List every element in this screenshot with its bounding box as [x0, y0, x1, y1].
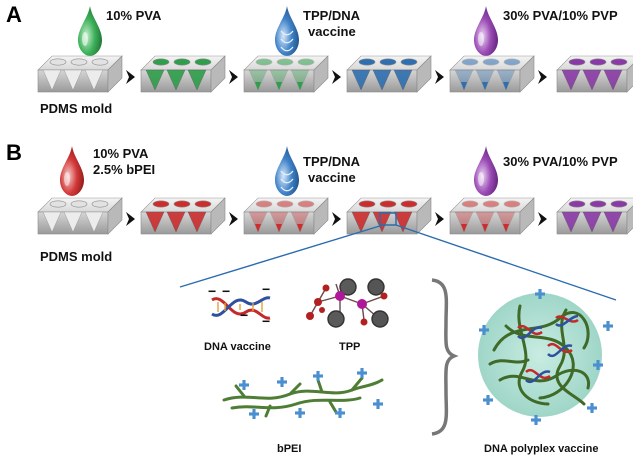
bpei-label: bPEI: [277, 443, 301, 455]
mold-block: [556, 197, 633, 235]
chevron-right-icon: [229, 212, 238, 226]
b-drop2-label-line1: TPP/DNA: [303, 154, 361, 169]
chevron-right-icon: [229, 70, 238, 84]
dna-polyplex-icon: [478, 293, 602, 417]
plus-icon: [357, 368, 367, 378]
plus-icon: [277, 377, 287, 387]
chevron-right-icon: [332, 212, 341, 226]
plus-icon: [587, 403, 597, 413]
b-drop1-label-line2: 2.5% bPEI: [93, 162, 155, 177]
plus-icon: [249, 409, 259, 419]
drop-green-icon: [78, 6, 102, 56]
plus-icon: [313, 371, 323, 381]
panel-b-mold-sequence: [37, 197, 633, 235]
chevron-right-icon: [126, 212, 135, 226]
dna-charges: − − − − −: [208, 281, 270, 329]
mold-block: [243, 197, 329, 235]
plus-icon: [295, 408, 305, 418]
mold-block: [556, 55, 633, 93]
plus-icon: [483, 395, 493, 405]
mold-block: [449, 197, 535, 235]
chevron-right-icon: [435, 212, 444, 226]
drop-blue-icon: [275, 146, 299, 196]
mold-block: [346, 55, 432, 93]
chevron-right-icon: [435, 70, 444, 84]
plus-icon: [479, 325, 489, 335]
mold-block: [37, 55, 123, 93]
bpei-charges: [239, 368, 383, 419]
chevron-right-icon: [332, 70, 341, 84]
chevron-right-icon: [126, 70, 135, 84]
mold-block: [243, 55, 329, 93]
panel-a-letter: A: [6, 2, 22, 27]
plus-icon: [373, 399, 383, 409]
chevron-right-icon: [538, 70, 547, 84]
b-mold-label: PDMS mold: [40, 249, 112, 264]
dna-vaccine-label: DNA vaccine: [204, 341, 271, 353]
polyplex-charges: [479, 289, 613, 425]
a-mold-label: PDMS mold: [40, 101, 112, 116]
minus-icon: −: [208, 283, 216, 299]
tpp-label: TPP: [339, 341, 360, 353]
plus-icon: [335, 408, 345, 418]
b-drop3-label: 30% PVA/10% PVP: [503, 154, 618, 169]
a-drop3-label: 30% PVA/10% PVP: [503, 8, 618, 23]
panel-a-mold-sequence: [37, 55, 633, 93]
a-drop1-label: 10% PVA: [106, 8, 162, 23]
tpp-molecule-icon: [306, 278, 389, 328]
minus-icon: −: [262, 313, 270, 329]
mold-block: [140, 55, 226, 93]
zoom-highlight-box: [379, 212, 397, 226]
b-drop2-label-line2: vaccine: [308, 170, 356, 185]
plus-icon: [593, 360, 603, 370]
dna-vaccine-icon: [211, 296, 271, 320]
panel-b-letter: B: [6, 140, 22, 165]
minus-icon: −: [222, 283, 230, 299]
mold-block: [37, 197, 123, 235]
plus-icon: [535, 289, 545, 299]
zoom-connector-left: [179, 224, 384, 288]
chevron-right-icon: [538, 212, 547, 226]
plus-icon: [239, 380, 249, 390]
mold-block: [346, 197, 432, 235]
drop-red-icon: [60, 146, 84, 196]
a-drop2-label-line2: vaccine: [308, 24, 356, 39]
zoom-connector-right: [395, 224, 617, 301]
mold-block: [140, 197, 226, 235]
drop-purple-icon: [474, 146, 498, 196]
mold-block: [449, 55, 535, 93]
plus-icon: [603, 321, 613, 331]
minus-icon: −: [262, 281, 270, 297]
grouping-brace: [431, 278, 459, 436]
a-drop2-label-line1: TPP/DNA: [303, 8, 361, 23]
minus-icon: −: [240, 307, 248, 323]
polyplex-label: DNA polyplex vaccine: [484, 443, 599, 455]
bpei-polymer-icon: [222, 376, 384, 418]
drop-blue-icon: [275, 6, 299, 56]
drop-purple-icon: [474, 6, 498, 56]
plus-icon: [531, 415, 541, 425]
b-drop1-label-line1: 10% PVA: [93, 146, 149, 161]
